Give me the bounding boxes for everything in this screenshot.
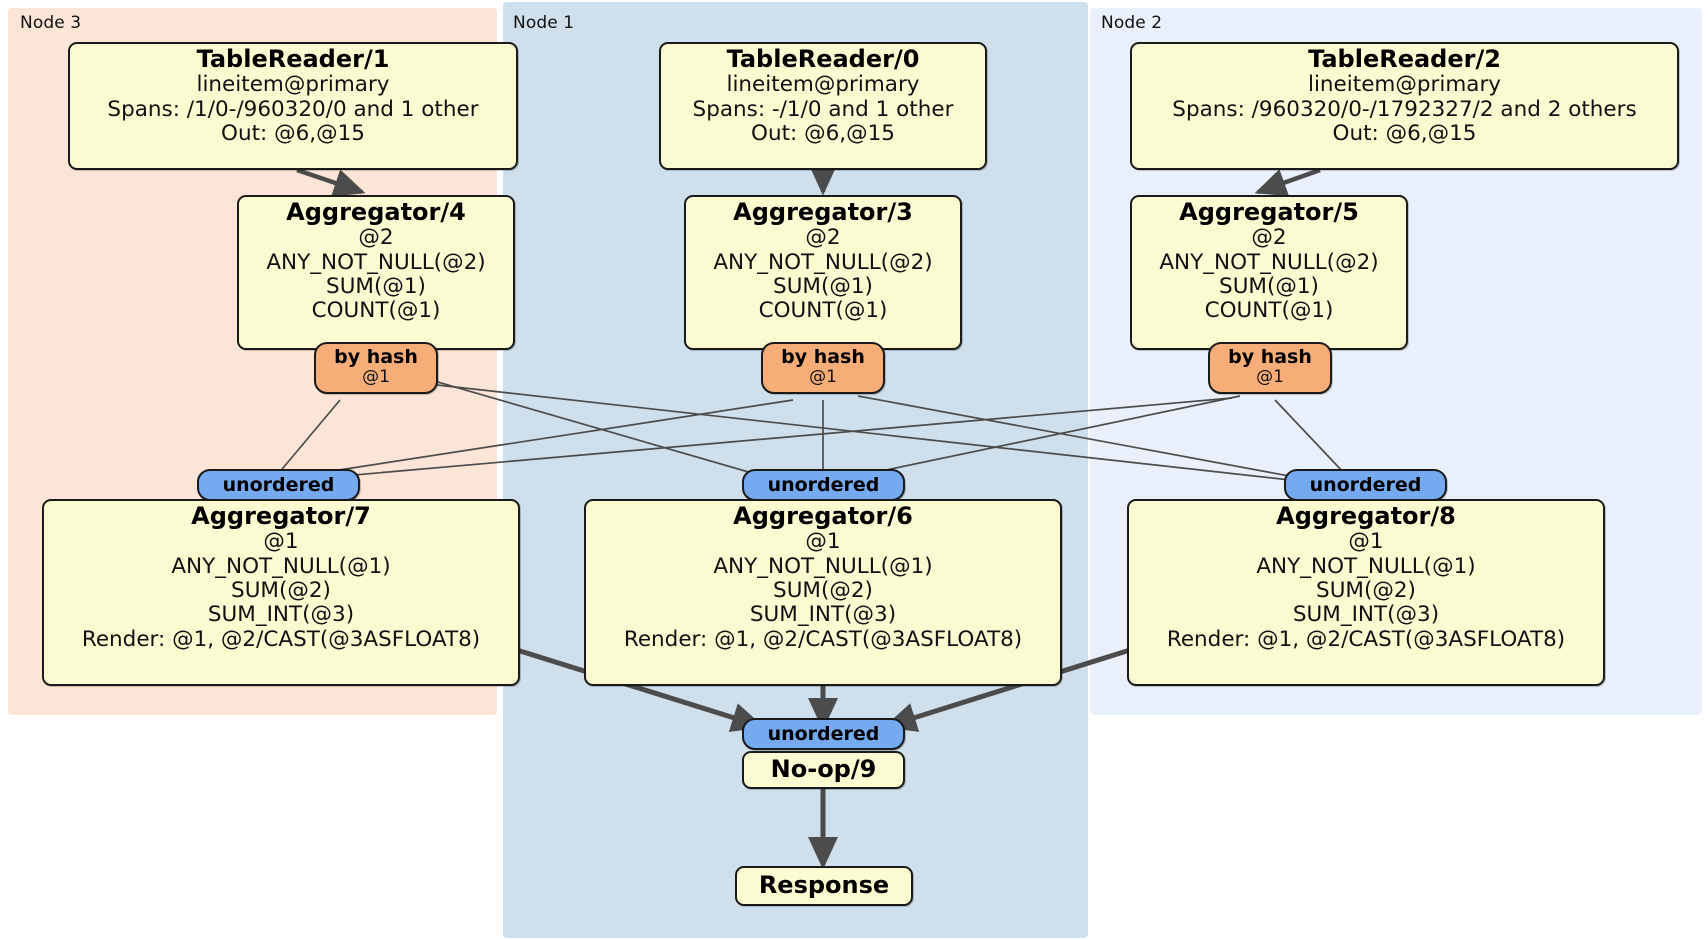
synchronizer-unordered-node3[interactable]: unordered (197, 469, 360, 501)
processor-table-reader-2[interactable]: TableReader/2 lineitem@primary Spans: /9… (1130, 42, 1679, 170)
processor-title: Aggregator/6 (733, 502, 913, 530)
processor-aggregator-6[interactable]: Aggregator/6 @1 ANY_NOT_NULL(@1) SUM(@2)… (584, 499, 1062, 686)
processor-line: Out: @6,@15 (221, 121, 365, 147)
router-detail: @1 (362, 366, 390, 387)
processor-line: Render: @1, @2/CAST(@3ASFLOAT8) (1166, 626, 1566, 652)
processor-line: lineitem@primary (726, 72, 920, 98)
processor-no-op-9[interactable]: No-op/9 (742, 751, 905, 789)
processor-line: COUNT(@1) (1204, 298, 1334, 324)
processor-aggregator-7[interactable]: Aggregator/7 @1 ANY_NOT_NULL(@1) SUM(@2)… (42, 499, 520, 686)
processor-line: SUM(@2) (773, 578, 873, 604)
processor-title: Response (758, 871, 890, 900)
processor-title: Aggregator/4 (286, 198, 466, 226)
processor-line: lineitem@primary (196, 72, 390, 98)
processor-line: SUM(@1) (1219, 274, 1319, 300)
processor-line: ANY_NOT_NULL(@2) (713, 249, 933, 275)
synchronizer-unordered-node2[interactable]: unordered (1284, 469, 1447, 501)
processor-aggregator-5[interactable]: Aggregator/5 @2 ANY_NOT_NULL(@2) SUM(@1)… (1130, 195, 1408, 350)
processor-title: Aggregator/8 (1276, 502, 1456, 530)
processor-title: TableReader/2 (1308, 45, 1501, 73)
node-panel-label-node2: Node 2 (1101, 13, 1163, 33)
processor-line: Render: @1, @2/CAST(@3ASFLOAT8) (623, 626, 1023, 652)
router-title: by hash (781, 346, 865, 368)
synchronizer-title: unordered (1309, 473, 1422, 496)
router-detail: @1 (809, 366, 837, 387)
processor-line: @2 (805, 225, 841, 251)
router-by-hash-node3[interactable]: by hash @1 (314, 342, 438, 394)
processor-line: @2 (358, 225, 394, 251)
processor-line: ANY_NOT_NULL(@1) (1256, 553, 1476, 579)
processor-line: @2 (1251, 225, 1287, 251)
processor-response[interactable]: Response (735, 866, 913, 906)
processor-line: SUM_INT(@3) (207, 602, 355, 628)
processor-line: Out: @6,@15 (1332, 121, 1477, 147)
processor-title: TableReader/1 (196, 45, 390, 73)
processor-line: lineitem@primary (1307, 72, 1502, 98)
processor-line: Spans: /1/0-/960320/0 and 1 other (107, 96, 479, 122)
processor-line: SUM_INT(@3) (1292, 602, 1440, 628)
processor-table-reader-1[interactable]: TableReader/1 lineitem@primary Spans: /1… (68, 42, 518, 170)
synchronizer-title: unordered (767, 722, 880, 745)
processor-table-reader-0[interactable]: TableReader/0 lineitem@primary Spans: -/… (659, 42, 987, 170)
processor-line: SUM_INT(@3) (749, 602, 897, 628)
synchronizer-title: unordered (222, 473, 335, 496)
router-detail: @1 (1256, 366, 1284, 387)
synchronizer-unordered-final[interactable]: unordered (742, 718, 905, 750)
processor-line: SUM(@1) (773, 274, 873, 300)
processor-line: Spans: -/1/0 and 1 other (692, 96, 954, 122)
router-by-hash-node1[interactable]: by hash @1 (761, 342, 885, 394)
processor-line: SUM(@2) (1316, 578, 1416, 604)
processor-line: ANY_NOT_NULL(@1) (713, 553, 933, 579)
processor-line: ANY_NOT_NULL(@2) (1159, 249, 1379, 275)
processor-title: TableReader/0 (726, 45, 920, 73)
processor-line: Out: @6,@15 (751, 121, 895, 147)
processor-line: SUM(@1) (326, 274, 426, 300)
processor-line: COUNT(@1) (758, 298, 888, 324)
processor-aggregator-8[interactable]: Aggregator/8 @1 ANY_NOT_NULL(@1) SUM(@2)… (1127, 499, 1605, 686)
processor-line: @1 (263, 529, 299, 555)
router-by-hash-node2[interactable]: by hash @1 (1208, 342, 1332, 394)
node-panel-label-node1: Node 1 (513, 13, 575, 33)
processor-title: Aggregator/7 (191, 502, 371, 530)
processor-line: ANY_NOT_NULL(@2) (266, 249, 486, 275)
processor-line: COUNT(@1) (311, 298, 441, 324)
node-panel-label-node3: Node 3 (20, 13, 82, 33)
synchronizer-title: unordered (767, 473, 880, 496)
processor-line: ANY_NOT_NULL(@1) (171, 553, 391, 579)
processor-title: Aggregator/3 (733, 198, 913, 226)
processor-aggregator-3[interactable]: Aggregator/3 @2 ANY_NOT_NULL(@2) SUM(@1)… (684, 195, 962, 350)
processor-title: No-op/9 (770, 755, 877, 784)
processor-line: Render: @1, @2/CAST(@3ASFLOAT8) (81, 626, 481, 652)
processor-line: @1 (805, 529, 841, 555)
processor-line: SUM(@2) (231, 578, 331, 604)
router-title: by hash (1228, 346, 1312, 368)
processor-aggregator-4[interactable]: Aggregator/4 @2 ANY_NOT_NULL(@2) SUM(@1)… (237, 195, 515, 350)
router-title: by hash (334, 346, 418, 368)
processor-line: @1 (1348, 529, 1384, 555)
processor-title: Aggregator/5 (1179, 198, 1359, 226)
synchronizer-unordered-node1[interactable]: unordered (742, 469, 905, 501)
processor-line: Spans: /960320/0-/1792327/2 and 2 others (1172, 96, 1637, 122)
